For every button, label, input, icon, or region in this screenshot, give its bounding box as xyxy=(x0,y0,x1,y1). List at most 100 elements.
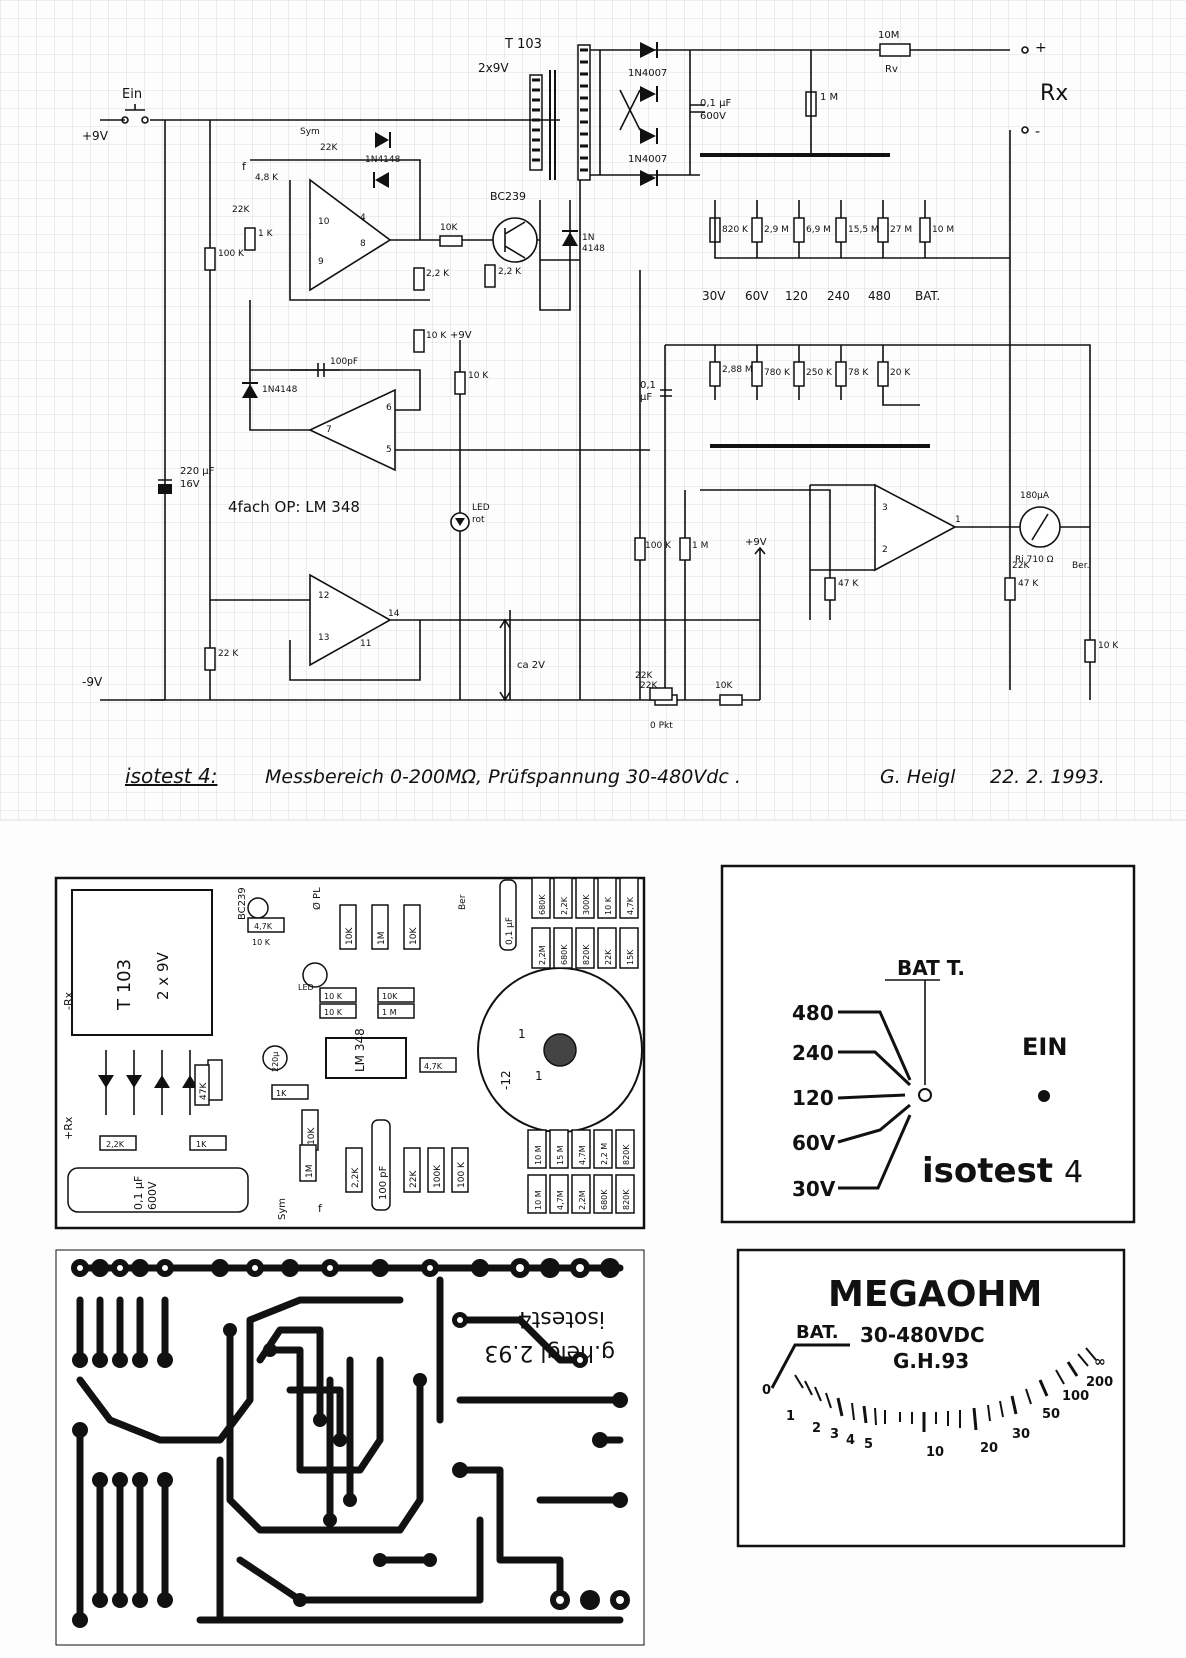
range-label-60v: 60V xyxy=(745,289,769,303)
transistor-symbol xyxy=(492,217,538,263)
range-label-120: 120 xyxy=(785,289,808,303)
transistor-label: BC239 xyxy=(490,190,526,203)
layout-res-13: 10K xyxy=(307,1127,317,1145)
layout-diodes xyxy=(98,1050,198,1115)
res-47k-b: 47 K xyxy=(1018,579,1039,589)
grid-mid-4: 15K xyxy=(626,949,635,965)
rotary-label-1b: 1 xyxy=(535,1069,543,1083)
pin-2: 2 xyxy=(882,545,888,555)
layout-cap-small: 0,1 µF xyxy=(505,917,515,945)
pin-11: 11 xyxy=(360,639,371,649)
range-label-480: 480 xyxy=(868,289,891,303)
pcb-mirror-text-1: isotest4 xyxy=(518,1306,605,1331)
pin-13: 13 xyxy=(318,633,329,643)
res-100k-b: 100 K xyxy=(645,541,672,551)
meter-ticks xyxy=(794,1347,1097,1432)
supply-neg-label: -9V xyxy=(82,675,103,689)
layout-ber-label: Ber xyxy=(458,894,468,910)
pin-3: 3 xyxy=(882,503,888,513)
meter-tick-50: 50 xyxy=(1042,1407,1060,1422)
switch-panel: BAT T. 480 240 120 60V 30V EIN isotest 4 xyxy=(720,864,1136,1224)
div-label-4: 27 M xyxy=(890,225,912,235)
layout-res-8: 1 M xyxy=(382,1008,397,1017)
div-label-2: 6,9 M xyxy=(806,225,831,235)
grid-bot2-4: 820K xyxy=(622,1189,631,1210)
pin-6: 6 xyxy=(386,403,392,413)
switch-ein: EIN xyxy=(1022,1033,1067,1061)
res-22k-f: 22K xyxy=(232,205,250,215)
div-label-1: 2,9 M xyxy=(764,225,789,235)
grid-bot1-0: 10 M xyxy=(534,1145,543,1165)
layout-sym: Sym xyxy=(277,1198,288,1220)
meter-label: 180µA xyxy=(1020,491,1050,501)
range-res-3: 78 K xyxy=(848,368,869,378)
meter-tick-2: 2 xyxy=(812,1421,821,1436)
res-10k-c: 10K xyxy=(440,223,458,233)
div-label-3: 15,5 M xyxy=(848,225,879,235)
res-10k-b: 10 K xyxy=(468,371,489,381)
diode-1n4148-a xyxy=(375,132,391,148)
meter-tick-1: 1 xyxy=(786,1409,795,1424)
res-100k-a: 100 K xyxy=(218,249,245,259)
meter-scale: MEGAOHM 30-480VDC G.H.93 BAT. xyxy=(736,1248,1126,1548)
layout-cap-100p: 100 pF xyxy=(378,1165,389,1200)
meter-tick-200: 200 xyxy=(1086,1375,1113,1390)
layout-cap-600v xyxy=(67,1167,249,1213)
switch-pivot xyxy=(918,1088,932,1102)
range-res-2: 250 K xyxy=(806,368,833,378)
res-22k-c: 22K xyxy=(640,681,658,691)
zero-label: 0 Pkt xyxy=(650,721,673,731)
res-2-2k-b: 2,2 K xyxy=(498,267,522,277)
range-res-4: 20 K xyxy=(890,368,911,378)
pin-4: 4 xyxy=(360,213,366,223)
pin-1: 1 xyxy=(955,515,961,525)
pcb-mirror-text-2: g.heigl 2.93 xyxy=(484,1340,615,1365)
meter-tick-5: 5 xyxy=(864,1437,873,1452)
pin-7: 7 xyxy=(326,425,332,435)
pin-12: 12 xyxy=(318,591,329,601)
switch-pos-30v: 30V xyxy=(792,1177,836,1201)
layout-res-14: 22K xyxy=(409,1170,419,1188)
diode-1n4148-label-c: 1N4148 xyxy=(262,385,298,395)
res-22k-sym: 22K xyxy=(320,143,338,153)
div-label-5: 10 M xyxy=(932,225,954,235)
grid-mid-2: 820K xyxy=(582,944,591,965)
switch-pos-480: 480 xyxy=(792,1001,834,1025)
layout-transformer-rating: 2 x 9V xyxy=(154,952,172,1001)
grid-bot1-1: 15 M xyxy=(556,1145,565,1165)
caption-date: 22. 2. 1993. xyxy=(990,766,1105,788)
component-layout: T 103 2 x 9V -Rx +Rx BC239 Ø PL Ber 1 -1… xyxy=(54,876,646,1230)
res-1m-label: 1 M xyxy=(820,92,838,103)
layout-f: f xyxy=(318,1202,323,1215)
switch-pos-120: 120 xyxy=(792,1086,834,1110)
opamp-4 xyxy=(874,483,957,572)
layout-rx-minus: -Rx xyxy=(62,991,75,1010)
rotary-label-1: 1 xyxy=(518,1027,526,1041)
diode-label-a: 1N4007 xyxy=(628,68,667,79)
meter-bat: BAT. xyxy=(796,1322,839,1343)
caption-author: G. Heigl xyxy=(880,766,956,788)
diode-1n4148-d xyxy=(562,230,578,246)
pin-14: 14 xyxy=(388,609,400,619)
meter-tick-20: 20 xyxy=(980,1441,998,1456)
res-22k-ber: 22K xyxy=(1012,561,1030,571)
grid-bot1-2: 4,7M xyxy=(578,1145,587,1165)
grid-bot2-2: 2,2M xyxy=(578,1190,587,1210)
layout-res-15: 100K xyxy=(433,1164,443,1188)
res-10k-e: 10K xyxy=(715,681,733,691)
diode-1n4148-b xyxy=(373,172,389,188)
transformer-label: T 103 xyxy=(504,37,542,52)
meter-ri-label: Ri 710 Ω xyxy=(1015,555,1054,565)
grid-mid-3: 22K xyxy=(604,949,613,965)
layout-res-11: 2,2K xyxy=(106,1140,125,1149)
switch-brand-num: 4 xyxy=(1064,1155,1083,1190)
res-47k-a: 47 K xyxy=(838,579,859,589)
layout-res-9: 4,7K xyxy=(424,1062,443,1071)
grid-bot2-3: 680K xyxy=(600,1189,609,1210)
layout-res-3: 4,7K xyxy=(254,922,273,931)
layout-res-7: 47K xyxy=(199,1082,209,1100)
